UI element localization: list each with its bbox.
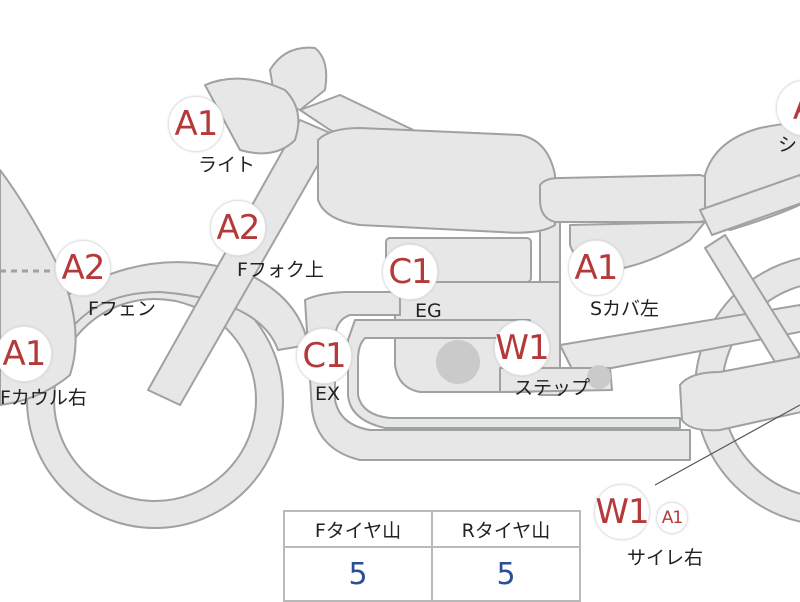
- fuel-tank-shape: [317, 127, 556, 234]
- exhaust-label: EX: [315, 383, 341, 405]
- front-cowl-label: Fカウル右: [0, 387, 87, 409]
- front-fork-label: Fフォク上: [237, 259, 324, 281]
- silencer-shape: [679, 355, 800, 432]
- light-badge: A1: [168, 96, 224, 152]
- front-fender-badge: A2: [55, 240, 111, 296]
- front-fender-label: Fフェン: [88, 298, 156, 320]
- rear-tire-header: Rタイヤ山: [431, 510, 581, 548]
- headlight-shape: [204, 77, 300, 155]
- step-label: ステップ: [514, 377, 591, 399]
- rear-frame-shape: [699, 174, 800, 236]
- engine-badge: C1: [382, 244, 438, 300]
- exhaust-badge: C1: [296, 328, 352, 384]
- light-label: ライト: [198, 154, 256, 176]
- seat-shape: [539, 174, 716, 223]
- engine-label: EG: [415, 300, 442, 322]
- rear-tire-value: 5: [431, 546, 581, 602]
- exhaust-shape: [304, 291, 691, 461]
- step-badge: W1: [494, 320, 550, 376]
- tire-table-value-row: 5 5: [283, 546, 581, 602]
- front-tire-header: Fタイヤ山: [283, 510, 433, 548]
- front-fork-badge: A2: [210, 200, 266, 256]
- tire-table-header-row: Fタイヤ山 Rタイヤ山: [283, 510, 581, 548]
- front-cowl-badge: A1: [0, 326, 52, 382]
- silencer-label: サイレ右: [627, 547, 704, 569]
- side-cover-badge: A1: [568, 240, 624, 296]
- tire-tread-table: Fタイヤ山 Rタイヤ山 5 5: [283, 510, 581, 602]
- swing-arm-shape: [559, 304, 800, 376]
- side-cover-label: Sカバ左: [590, 298, 660, 320]
- seat-label: シ: [778, 134, 798, 156]
- front-tire-value: 5: [283, 546, 433, 602]
- silencer-badge: W1: [594, 484, 650, 540]
- silencer-badge-secondary: A1: [656, 502, 688, 534]
